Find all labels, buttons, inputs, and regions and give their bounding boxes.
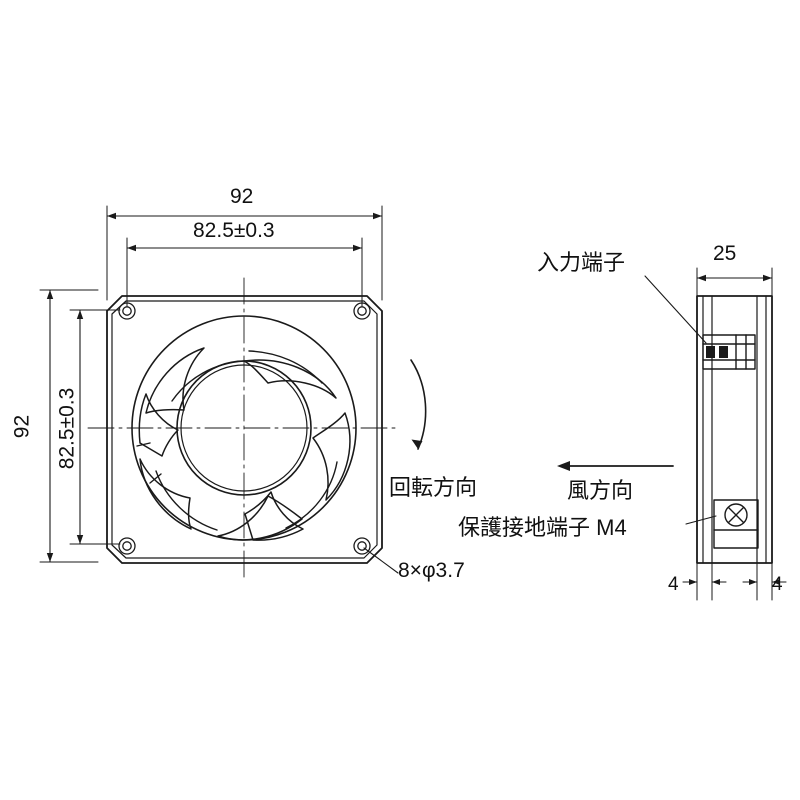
side-depth-extension-lines (696, 267, 773, 301)
side-view-outline (696, 295, 773, 564)
side-left-edge-label: 4 (668, 574, 679, 595)
mounting-holes (118, 302, 371, 555)
front-height-label: 92 (10, 414, 34, 439)
side-depth-label: 25 (713, 242, 737, 265)
ground-terminal-detail (713, 499, 759, 549)
side-depth-dimension (696, 274, 773, 282)
ground-terminal-leader (685, 515, 717, 525)
front-hole-pitch-top-label: 82.5±0.3 (193, 219, 275, 242)
front-hole-pitch-side-label: 82.5±0.3 (55, 387, 79, 470)
front-hole-pitch-top-dimension (126, 244, 363, 252)
front-center-lines (87, 277, 401, 581)
input-terminal-label: 入力端子 (537, 250, 626, 275)
front-width-label: 92 (230, 185, 254, 208)
hole-callout-label: 8×φ3.7 (398, 559, 465, 582)
fan-frame-outline (106, 295, 383, 564)
rotation-direction-arrow (410, 359, 427, 450)
input-terminal-detail (702, 334, 756, 370)
ground-terminal-label: 保護接地端子 M4 (458, 515, 627, 540)
rotation-direction-label: 回転方向 (389, 475, 478, 500)
airflow-arrow (557, 461, 674, 471)
hole-callout-leader (363, 547, 399, 574)
front-hole-pitch-side-dimension (76, 309, 84, 545)
airflow-label: 風方向 (567, 478, 634, 503)
fan-hub-inner-circle (180, 364, 308, 492)
front-dim-extension-lines (39, 205, 383, 563)
side-left-edge-dimension (682, 579, 727, 585)
side-right-edge-label: 4 (772, 574, 783, 595)
fan-blade-gaps (155, 350, 338, 531)
side-edge-extension-lines (696, 562, 773, 601)
fan-hub-notch (136, 442, 162, 484)
input-terminal-leader (644, 275, 707, 344)
fan-frame-inner-outline (111, 300, 378, 559)
side-right-edge-dimension (742, 579, 787, 585)
front-width-dimension (106, 212, 383, 220)
front-height-dimension (46, 289, 54, 563)
side-view-inner-lines (702, 295, 767, 564)
